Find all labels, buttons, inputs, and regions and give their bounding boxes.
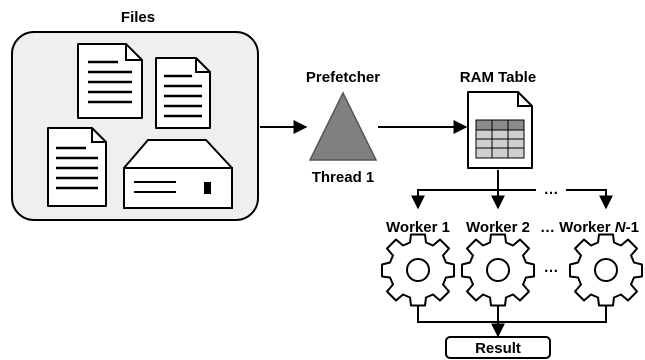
worker-2-label: Worker 2 — [466, 219, 530, 236]
prefetcher-subtitle: Thread 1 — [312, 169, 375, 186]
document-icon — [47, 127, 107, 207]
worker-n-1-gear-icon — [569, 233, 643, 307]
prefetcher-title: Prefetcher — [306, 69, 380, 86]
result-box — [445, 336, 551, 359]
top-ellipsis: … — [544, 181, 559, 198]
files-title: Files — [121, 9, 155, 26]
worker-1-gear-icon — [381, 233, 455, 307]
mid-ellipsis: … — [544, 259, 559, 276]
worker-n-1-label: … Worker N-1 — [540, 219, 639, 236]
document-icon — [77, 43, 143, 119]
document-icon — [155, 57, 211, 129]
ram-table-title: RAM Table — [460, 69, 536, 86]
ram-table-icon — [467, 91, 533, 169]
fanout-connectors — [411, 170, 613, 210]
worker-2-gear-icon — [461, 233, 535, 307]
result-label: Result — [475, 340, 521, 357]
prefetcher-triangle-icon — [308, 91, 378, 161]
result-connectors — [417, 305, 607, 338]
worker-1-label: Worker 1 — [386, 219, 450, 236]
server-icon — [123, 139, 233, 209]
